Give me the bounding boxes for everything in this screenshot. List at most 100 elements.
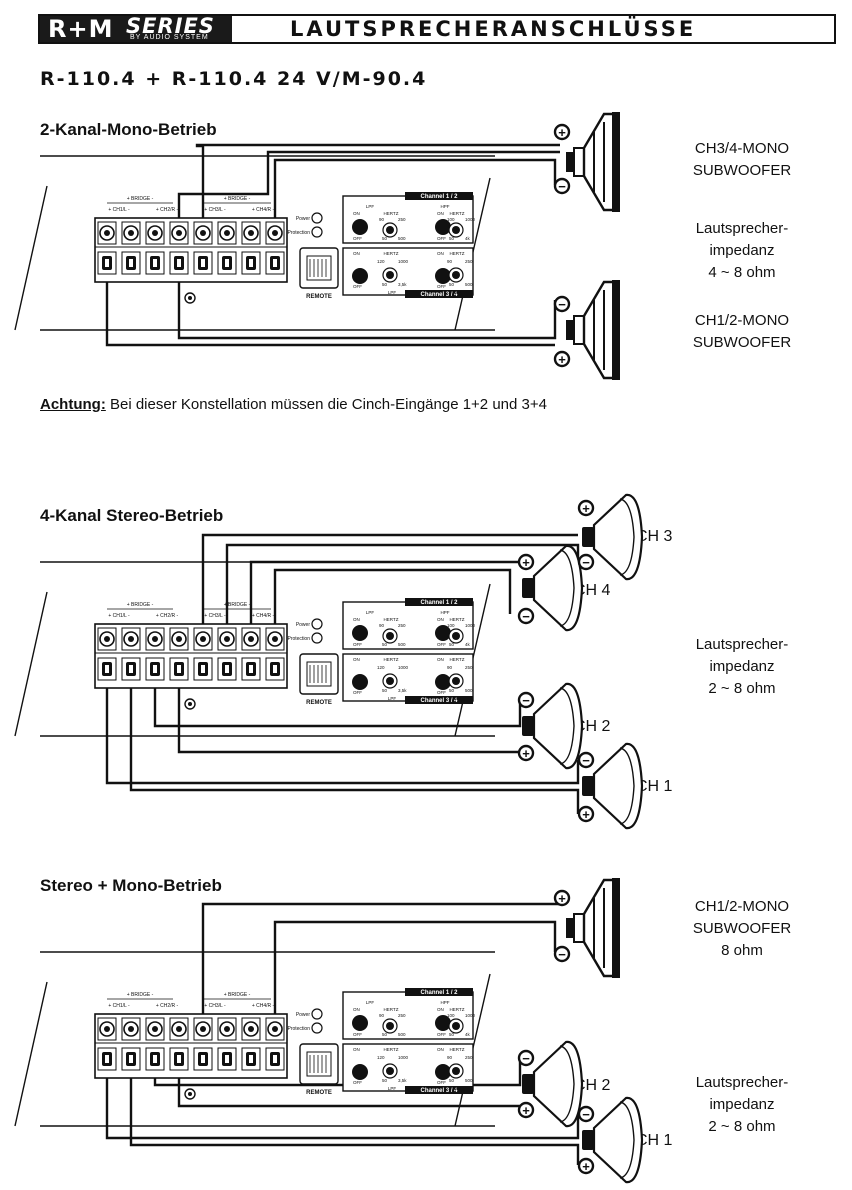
freq-3-5k: 3,5k	[398, 1078, 407, 1083]
freq-90: 90	[379, 217, 385, 222]
channel34-label: Channel 3 / 4	[420, 292, 458, 298]
terminal-clamp-slot	[201, 1055, 205, 1063]
polarity-minus-ch4	[517, 607, 535, 625]
freq-50: 50	[382, 1078, 388, 1083]
off-label: OFF	[353, 1032, 362, 1037]
terminal-clamp-slot	[105, 665, 109, 673]
terminal-clamp-slot	[177, 259, 181, 267]
polarity-plus-3a	[553, 889, 571, 907]
freq-50: 50	[449, 1078, 455, 1083]
terminal-screw-center	[224, 636, 230, 642]
terminal-screw-center	[200, 636, 206, 642]
on-label: ON	[437, 657, 444, 662]
wire-1d	[273, 158, 557, 222]
freq-250: 250	[398, 623, 406, 628]
sub-pole	[573, 315, 585, 345]
ch4r-label: + CH4/R -	[252, 613, 275, 619]
lpf-label-top: LPF	[366, 610, 375, 615]
terminal-clamp-slot	[225, 1055, 229, 1063]
wire-2b	[225, 543, 580, 628]
hpf-label-top: HPF	[441, 610, 450, 615]
hpf-label-bottom: HPF	[453, 1086, 462, 1091]
wire-3d	[177, 1074, 520, 1108]
polarity-minus-ch1-sign: −	[582, 753, 590, 768]
polarity-minus-ch2-b	[517, 1049, 535, 1067]
off-label: OFF	[353, 642, 362, 647]
terminal-screw-center	[128, 636, 134, 642]
amplifier-panel-2: + BRIDGE -+ BRIDGE -+ CH1/L -+ CH2/R -+ …	[14, 561, 496, 737]
freq-50: 50	[382, 1032, 388, 1037]
terminal-screw-center	[200, 1026, 206, 1032]
brand-series: SERIES	[126, 14, 215, 38]
impedance-label-1: Lautsprecher- impedanz 4 ~ 8 ohm	[695, 220, 789, 281]
sub-magnet	[566, 320, 574, 340]
hertz-label: HERTZ	[384, 617, 399, 622]
terminal-screw-center	[248, 230, 254, 236]
hertz-label: HERTZ	[450, 657, 465, 662]
polarity-plus-ch2	[517, 744, 535, 762]
speaker-label-ch2: CH 2	[574, 718, 611, 735]
page-title: LAUTSPRECHERANSCHLÜSSE	[290, 17, 697, 41]
freq-50: 50	[449, 642, 455, 647]
hertz-label: HERTZ	[450, 617, 465, 622]
freq-50: 50	[382, 282, 388, 287]
brand-name: R+M	[48, 15, 114, 43]
hpf-label-top: HPF	[441, 1000, 450, 1005]
speaker-rim	[559, 687, 575, 765]
subwoofer-ch12-mono	[566, 878, 620, 978]
subwoofer-ch12	[566, 280, 620, 380]
power-led-label: Power	[296, 622, 311, 628]
lpf-label-top: LPF	[366, 204, 375, 209]
sub-cone	[582, 112, 618, 212]
bridge-label-2: + BRIDGE -	[224, 602, 251, 608]
ch2r-label: + CH2/R -	[156, 1003, 179, 1009]
ch1l-label: + CH1/L -	[108, 207, 130, 213]
polarity-plus-ch3	[577, 499, 595, 517]
speaker-magnet	[522, 1074, 534, 1094]
speaker-cone	[592, 742, 644, 830]
speaker-ch4	[522, 544, 584, 632]
polarity-minus-ch3-sign: −	[582, 555, 590, 570]
warning-text: Bei dieser Konstellation müssen die Cinc…	[105, 396, 547, 413]
polarity-minus-ch1	[577, 751, 595, 769]
terminal-clamp-slot	[273, 259, 277, 267]
terminal-screw-center	[152, 230, 158, 236]
wire-3c	[153, 1062, 522, 1087]
polarity-minus-ch2-b-sign: −	[522, 1051, 530, 1066]
polarity-plus-1b	[553, 350, 571, 368]
hertz-label: HERTZ	[384, 211, 399, 216]
terminal-screw-center	[104, 230, 110, 236]
terminal-screw-center	[200, 230, 206, 236]
on-label: ON	[353, 617, 360, 622]
freq-500: 500	[398, 236, 406, 241]
remote-label: REMOTE	[306, 1090, 332, 1096]
speaker-magnet	[582, 776, 594, 796]
terminal-clamp-slot	[105, 259, 109, 267]
wire-2a	[201, 533, 578, 628]
terminal-clamp-slot	[201, 665, 205, 673]
freq-1000: 1000	[398, 259, 409, 264]
freq-250: 250	[465, 665, 473, 670]
terminal-clamp-slot	[129, 259, 133, 267]
on-label: ON	[353, 211, 360, 216]
freq-250: 250	[398, 1013, 406, 1018]
freq-120: 120	[377, 665, 385, 670]
freq-500: 500	[398, 1032, 406, 1037]
wire-1c	[105, 278, 555, 347]
terminal-clamp-slot	[153, 1055, 157, 1063]
terminal-clamp-slot	[249, 665, 253, 673]
freq-90: 90	[447, 259, 453, 264]
terminal-screw-center	[224, 230, 230, 236]
freq-120: 120	[377, 1055, 385, 1060]
polarity-minus-ch3	[577, 553, 595, 571]
freq-50: 50	[382, 688, 388, 693]
off-label: OFF	[353, 1080, 362, 1085]
polarity-plus-ch2-b-sign: +	[522, 1103, 530, 1118]
wire-1b	[195, 143, 560, 222]
polarity-minus-3a	[553, 945, 571, 963]
polarity-minus-1a-sign: −	[558, 179, 566, 194]
polarity-plus-ch1-b	[577, 1157, 595, 1175]
terminal-clamp-slot	[249, 259, 253, 267]
hpf-label-bottom: HPF	[453, 290, 462, 295]
